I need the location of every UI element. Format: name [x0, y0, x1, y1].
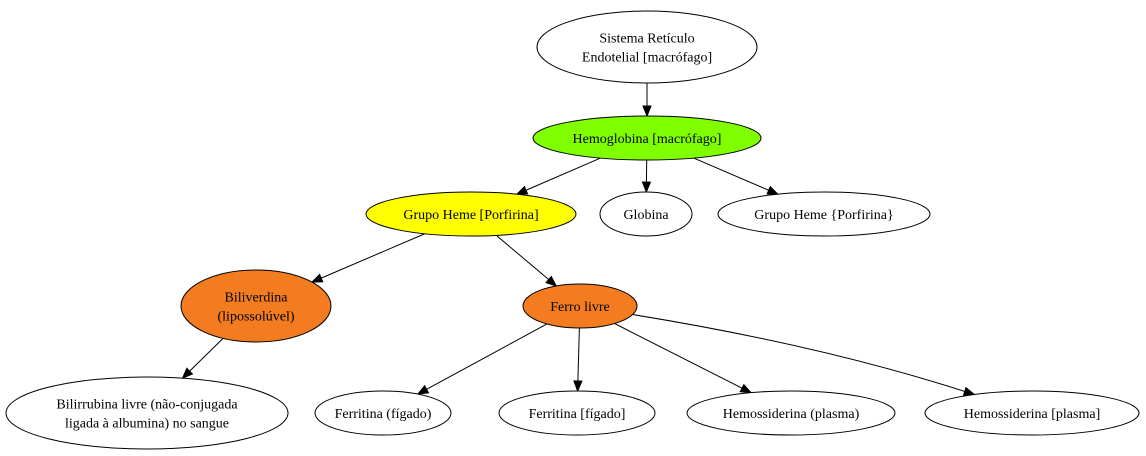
arrowhead-icon [573, 380, 583, 393]
edge-line [614, 323, 743, 389]
node-label: Biliverdina [225, 291, 289, 306]
node-bilirrubina: Bilirrubina livre (não-conjugada ligada à… [5, 376, 289, 450]
arrowhead-icon [515, 185, 529, 195]
node-shape [532, 115, 762, 161]
node-label: Endotelial [macrófago] [582, 51, 712, 66]
node-shape [180, 269, 332, 343]
node-label: Hemoglobina [macrófago] [573, 132, 722, 147]
arrowhead-icon [962, 386, 976, 396]
edge-line [189, 337, 224, 372]
edge-line [495, 234, 549, 280]
edge-biliverdina-to-bilirrubina [181, 337, 224, 380]
node-grupo-heme-chaves: Grupo Heme {Porfirina} [717, 191, 931, 237]
node-globina: Globina [599, 191, 693, 237]
edge-ferro-livre-to-hemossiderina-1 [614, 323, 753, 394]
node-label: Hemossiderina [plasma] [964, 407, 1100, 422]
edge-hemoglobina-to-globina [641, 159, 652, 194]
node-label: Grupo Heme {Porfirina} [754, 208, 893, 223]
edge-line [577, 327, 580, 382]
arrowhead-icon [641, 181, 652, 194]
edge-line [693, 157, 769, 191]
edge-ferro-livre-to-ferritina-1 [416, 323, 548, 395]
arrowhead-icon [766, 185, 780, 195]
arrowhead-icon [545, 275, 558, 287]
node-shape [5, 376, 289, 450]
node-label: Globina [623, 208, 669, 223]
node-label: Grupo Heme [Porfirina] [403, 208, 538, 223]
edge-sre-to-hemoglobina [642, 83, 652, 118]
node-label: Sistema Retículo [599, 32, 694, 47]
edge-line [426, 323, 548, 390]
edge-line [525, 157, 601, 191]
node-label: (lipossolúvel) [218, 310, 295, 325]
edge-hemoglobina-to-grupo-heme-chaves [693, 157, 780, 195]
edge-grupo-heme-porfirina-to-biliverdina [310, 233, 426, 283]
node-label: Ferritina [fígado] [529, 407, 626, 422]
node-shape [686, 390, 896, 436]
node-label: Bilirrubina livre (não-conjugada [56, 398, 238, 413]
node-ferritina-2: Ferritina [fígado] [498, 390, 656, 436]
arrowhead-icon [739, 383, 753, 394]
node-shape [536, 10, 758, 84]
node-grupo-heme-porfirina: Grupo Heme [Porfirina] [365, 191, 577, 237]
node-label: Ferritina (fígado) [335, 407, 432, 422]
edge-ferro-livre-to-ferritina-2 [573, 327, 583, 393]
node-shape [314, 390, 452, 436]
edge-layer [181, 83, 976, 396]
node-label: ligada à albumina) no sangue [65, 417, 229, 432]
node-shape [498, 390, 656, 436]
node-ferro-livre: Ferro livre [522, 283, 638, 329]
arrowhead-icon [310, 273, 324, 283]
node-label: Hemossiderina (plasma) [723, 407, 860, 422]
edge-ferro-livre-to-hemossiderina-2 [632, 314, 976, 396]
edge-grupo-heme-porfirina-to-ferro-livre [495, 234, 558, 287]
edge-line [320, 233, 426, 279]
node-hemossiderina-1: Hemossiderina (plasma) [686, 390, 896, 436]
edge-line [632, 314, 965, 392]
node-shape [924, 390, 1140, 436]
node-ferritina-1: Ferritina (fígado) [314, 390, 452, 436]
arrowhead-icon [181, 367, 194, 380]
node-hemossiderina-2: Hemossiderina [plasma] [924, 390, 1140, 436]
node-shape [599, 191, 693, 237]
node-shape [717, 191, 931, 237]
edge-hemoglobina-to-grupo-heme-porfirina [515, 157, 601, 195]
node-label: Ferro livre [550, 300, 609, 315]
node-shape [365, 191, 577, 237]
node-hemoglobina: Hemoglobina [macrófago] [532, 115, 762, 161]
arrowhead-icon [416, 384, 430, 395]
node-biliverdina: Biliverdina (lipossolúvel) [180, 269, 332, 343]
node-shape [522, 283, 638, 329]
arrowhead-icon [642, 105, 652, 118]
